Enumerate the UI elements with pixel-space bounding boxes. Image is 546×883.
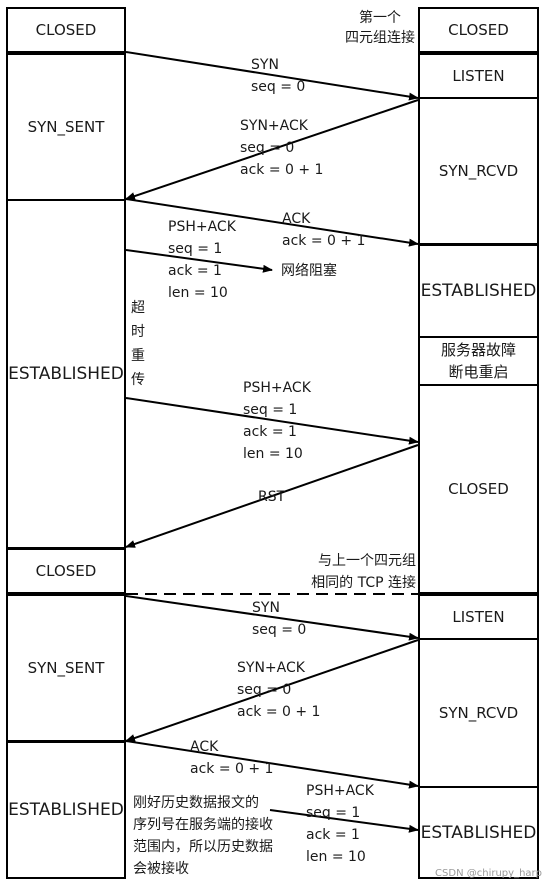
- ack1-line-1: ACK: [282, 211, 311, 227]
- syn2-line-2: seq = 0: [252, 622, 307, 638]
- retransmit-char-1: 超: [131, 300, 145, 316]
- client-state-established-2: ESTABLISHED: [6, 741, 126, 879]
- client-state-syn-sent-1: SYN_SENT: [6, 53, 126, 201]
- pshack-retrans-line-4: len = 10: [243, 446, 303, 462]
- note-network-blocked: 网络阻塞: [281, 263, 337, 279]
- label-ack-1: ACK ack = 0 + 1: [282, 208, 365, 252]
- pshack-history-line-1: PSH+ACK: [306, 783, 374, 799]
- label-synack-2: SYN+ACK seq = 0 ack = 0 + 1: [237, 657, 320, 723]
- label-ack-2: ACK ack = 0 + 1: [190, 736, 273, 780]
- note-same-tuple: 与上一个四元组 相同的 TCP 连接: [304, 550, 416, 594]
- history-line-3: 范围内，所以历史数据: [133, 839, 273, 855]
- label-syn-1: SYN seq = 0: [251, 54, 305, 98]
- pshack-retrans-line-3: ack = 1: [243, 424, 297, 440]
- note-first-tuple-line-1: 第一个: [359, 10, 401, 26]
- synack2-line-3: ack = 0 + 1: [237, 704, 321, 720]
- server-state-established-1: ESTABLISHED: [418, 244, 539, 338]
- syn2-line-1: SYN: [252, 600, 280, 616]
- client-state-syn-sent-2: SYN_SENT: [6, 594, 126, 742]
- server-state-established-2: ESTABLISHED: [418, 786, 539, 879]
- arrow-syn-2: [125, 595, 419, 641]
- ack1-line-2: ack = 0 + 1: [282, 233, 366, 249]
- server-state-listen-2: LISTEN: [418, 594, 539, 640]
- ack2-line-2: ack = 0 + 1: [190, 761, 274, 777]
- synack1-line-3: ack = 0 + 1: [240, 162, 324, 178]
- label-pshack-blocked: PSH+ACK seq = 1 ack = 1 len = 10: [168, 216, 236, 304]
- pshack-history-line-3: ack = 1: [306, 827, 360, 843]
- arrow-ack-1: [125, 198, 419, 247]
- retransmit-char-3: 重: [131, 348, 145, 364]
- server-state-syn-rcvd-1: SYN_RCVD: [418, 97, 539, 245]
- history-line-1: 刚好历史数据报文的: [133, 795, 259, 811]
- synack2-line-2: seq = 0: [237, 682, 292, 698]
- arrow-pshack-retrans: [125, 397, 419, 445]
- arrow-pshack-history: [269, 809, 419, 833]
- label-syn-2: SYN seq = 0: [252, 597, 306, 641]
- syn1-line-2: seq = 0: [251, 79, 306, 95]
- synack1-line-2: seq = 0: [240, 140, 295, 156]
- note-same-tuple-line-1: 与上一个四元组: [318, 553, 416, 569]
- note-timeout-retransmit: 超 时 重 传: [130, 296, 146, 392]
- synack1-line-1: SYN+ACK: [240, 118, 308, 134]
- arrow-syn-1: [125, 51, 419, 101]
- client-state-established-1: ESTABLISHED: [6, 199, 126, 549]
- pshack-history-line-2: seq = 1: [306, 805, 361, 821]
- ack2-line-1: ACK: [190, 739, 219, 755]
- note-history-accepted: 刚好历史数据报文的 序列号在服务端的接收 范围内，所以历史数据 会被接收: [133, 792, 283, 880]
- label-rst: RST: [258, 489, 286, 505]
- pshack-blocked-line-2: seq = 1: [168, 241, 223, 257]
- history-line-4: 会被接收: [133, 861, 189, 877]
- label-synack-1: SYN+ACK seq = 0 ack = 0 + 1: [240, 115, 323, 181]
- pshack-retrans-line-1: PSH+ACK: [243, 380, 311, 396]
- label-pshack-retrans: PSH+ACK seq = 1 ack = 1 len = 10: [243, 377, 311, 465]
- server-failure-line-1: 服务器故障: [440, 341, 516, 359]
- note-same-tuple-line-2: 相同的 TCP 连接: [311, 575, 416, 591]
- client-state-closed-2: CLOSED: [6, 548, 126, 594]
- note-first-tuple: 第一个 四元组连接: [340, 8, 420, 48]
- syn1-line-1: SYN: [251, 57, 279, 73]
- synack2-line-1: SYN+ACK: [237, 660, 305, 676]
- retransmit-char-4: 传: [131, 372, 145, 388]
- pshack-retrans-line-2: seq = 1: [243, 402, 298, 418]
- note-first-tuple-line-2: 四元组连接: [345, 30, 415, 46]
- label-pshack-history: PSH+ACK seq = 1 ack = 1 len = 10: [306, 780, 374, 868]
- arrow-pshack-blocked: [125, 249, 273, 273]
- pshack-blocked-line-3: ack = 1: [168, 263, 222, 279]
- server-state-closed-2: CLOSED: [418, 384, 539, 594]
- arrow-synack-1: [125, 99, 419, 200]
- pshack-blocked-line-1: PSH+ACK: [168, 219, 236, 235]
- watermark: CSDN @chirupy_harp: [435, 868, 542, 879]
- server-failure-line-2: 断电重启: [448, 363, 509, 381]
- client-state-closed-1: CLOSED: [6, 7, 126, 53]
- pshack-history-line-4: len = 10: [306, 849, 366, 865]
- history-line-2: 序列号在服务端的接收: [133, 817, 273, 833]
- server-state-closed-1: CLOSED: [418, 7, 539, 53]
- arrow-synack-2: [125, 639, 419, 742]
- pshack-blocked-line-4: len = 10: [168, 285, 228, 301]
- retransmit-char-2: 时: [131, 324, 145, 340]
- arrow-ack-2: [125, 740, 419, 789]
- arrow-rst: [125, 444, 419, 548]
